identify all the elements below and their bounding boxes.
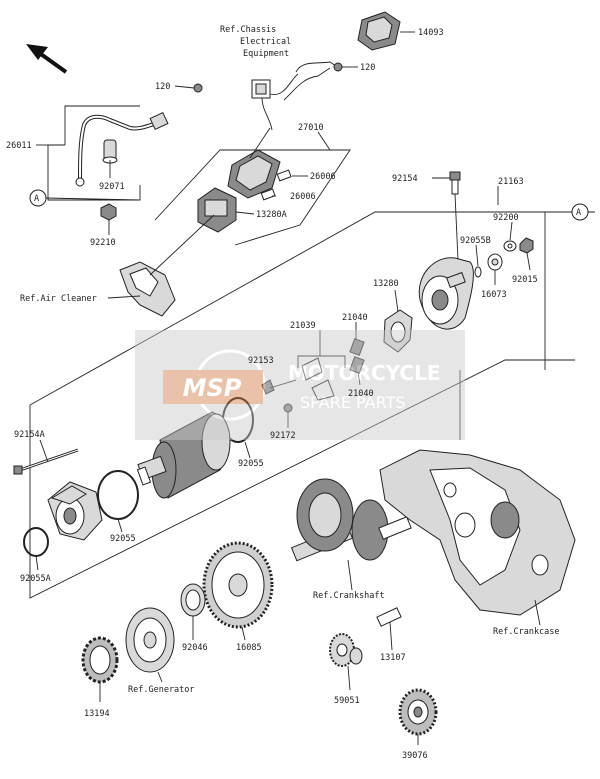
part-92046-needle-bearing[interactable] — [180, 583, 206, 640]
label-92071: 92071 — [99, 182, 125, 192]
part-front-cover — [47, 481, 103, 541]
label-92172: 92172 — [270, 431, 296, 441]
part-starter-end-cover — [418, 257, 474, 330]
label-92153: 92153 — [248, 356, 274, 366]
part-92172-screw[interactable] — [283, 403, 293, 428]
part-13280-brush-holder[interactable] — [383, 289, 413, 353]
marker-a-left — [29, 189, 47, 207]
part-crankshaft — [290, 478, 412, 591]
label-21039: 21039 — [290, 321, 316, 331]
label-13194: 13194 — [84, 709, 110, 719]
label-59051: 59051 — [334, 696, 360, 706]
label-92055-upper: 92055 — [238, 459, 264, 469]
label-92055A: 92055A — [20, 574, 51, 584]
labels: 14093 Ref.Chassis Electrical Equipment 1… — [6, 25, 581, 761]
part-92055-o-ring-lower[interactable] — [97, 470, 139, 533]
part-14093[interactable] — [357, 11, 415, 51]
label-14093: 14093 — [418, 28, 444, 38]
label-92154: 92154 — [392, 174, 418, 184]
label-16085: 16085 — [236, 643, 262, 653]
label-a-left: A — [34, 194, 39, 204]
label-ref-crankshaft: Ref.Crankshaft — [313, 591, 385, 601]
part-generator-clutch — [125, 607, 175, 683]
watermark-line1: MOTORCYCLE — [288, 361, 440, 385]
part-92200-washer[interactable] — [503, 240, 517, 252]
part-120-bolt-a[interactable] — [174, 83, 203, 93]
label-16073: 16073 — [481, 290, 507, 300]
part-21039-brush-assembly[interactable] — [297, 355, 346, 401]
label-120-b: 120 — [360, 63, 375, 73]
label-92210: 92210 — [90, 238, 116, 248]
part-21040-brush-a[interactable] — [349, 338, 365, 356]
label-21040-b: 21040 — [348, 389, 374, 399]
part-crankcase — [379, 449, 576, 626]
part-21040-brush-b[interactable] — [349, 356, 365, 374]
part-26006-fuse-a[interactable] — [276, 169, 308, 182]
label-92154A: 92154A — [14, 430, 45, 440]
label-92055-lower: 92055 — [110, 534, 136, 544]
leader-lines — [36, 131, 513, 386]
label-13280: 13280 — [373, 279, 399, 289]
label-26011: 26011 — [6, 141, 32, 151]
part-59051-gear[interactable] — [329, 633, 363, 691]
part-39076-gear[interactable] — [398, 688, 438, 745]
label-ref-generator: Ref.Generator — [128, 685, 195, 695]
label-26006-b: 26006 — [290, 192, 316, 202]
part-13107-shaft[interactable] — [376, 607, 402, 651]
part-92153-screw[interactable] — [261, 379, 297, 395]
part-16085-idle-gear[interactable] — [202, 541, 274, 641]
label-ref-chassis-2: Electrical — [240, 37, 291, 47]
label-26006-a: 26006 — [310, 172, 336, 182]
part-92055A-o-ring[interactable] — [23, 527, 49, 571]
label-92046: 92046 — [182, 643, 208, 653]
frame-lines — [29, 105, 595, 599]
part-27010-starter-relay[interactable] — [227, 127, 281, 199]
part-starter-motor — [136, 411, 231, 499]
label-ref-chassis-1: Ref.Chassis — [220, 25, 276, 35]
label-21163: 21163 — [498, 177, 524, 187]
part-13194-one-way-clutch[interactable] — [81, 636, 119, 702]
part-26006-fuse-b[interactable] — [260, 188, 276, 201]
label-13280A: 13280A — [256, 210, 287, 220]
front-direction-arrow-icon — [26, 44, 68, 74]
watermark: MSP MOTORCYCLE SPARE PARTS — [135, 330, 465, 440]
label-92015: 92015 — [512, 275, 538, 285]
label-13107: 13107 — [380, 653, 406, 663]
label-39076: 39076 — [402, 751, 428, 761]
watermark-logo-badge — [163, 370, 263, 404]
label-92200: 92200 — [493, 213, 519, 223]
part-92154-bolt[interactable] — [432, 171, 461, 261]
label-ref-crankcase: Ref.Crankcase — [493, 627, 560, 637]
part-26011-cable[interactable] — [75, 111, 169, 187]
marker-a-right — [571, 203, 589, 221]
label-ref-air-cleaner: Ref.Air Cleaner — [20, 294, 97, 304]
part-92210-nut[interactable] — [100, 203, 117, 235]
part-120-bolt-b[interactable] — [333, 62, 358, 72]
part-92154A-long-bolt[interactable] — [13, 439, 79, 475]
label-92055B: 92055B — [460, 236, 491, 246]
watermark-logo-text: MSP — [183, 374, 242, 402]
part-92015-nut[interactable] — [519, 237, 534, 271]
part-chassis-connector — [251, 61, 337, 131]
label-ref-chassis-3: Equipment — [243, 49, 289, 59]
part-92055B-o-ring[interactable] — [474, 266, 482, 278]
label-21040-a: 21040 — [342, 313, 368, 323]
label-a-right: A — [576, 208, 581, 218]
watermark-line2: SPARE PARTS — [300, 393, 406, 412]
part-air-cleaner-bracket — [107, 214, 215, 317]
label-27010: 27010 — [298, 123, 324, 133]
part-92071-boot[interactable] — [102, 139, 118, 178]
label-120-a: 120 — [155, 82, 170, 92]
part-16073-bushing[interactable] — [487, 253, 503, 285]
